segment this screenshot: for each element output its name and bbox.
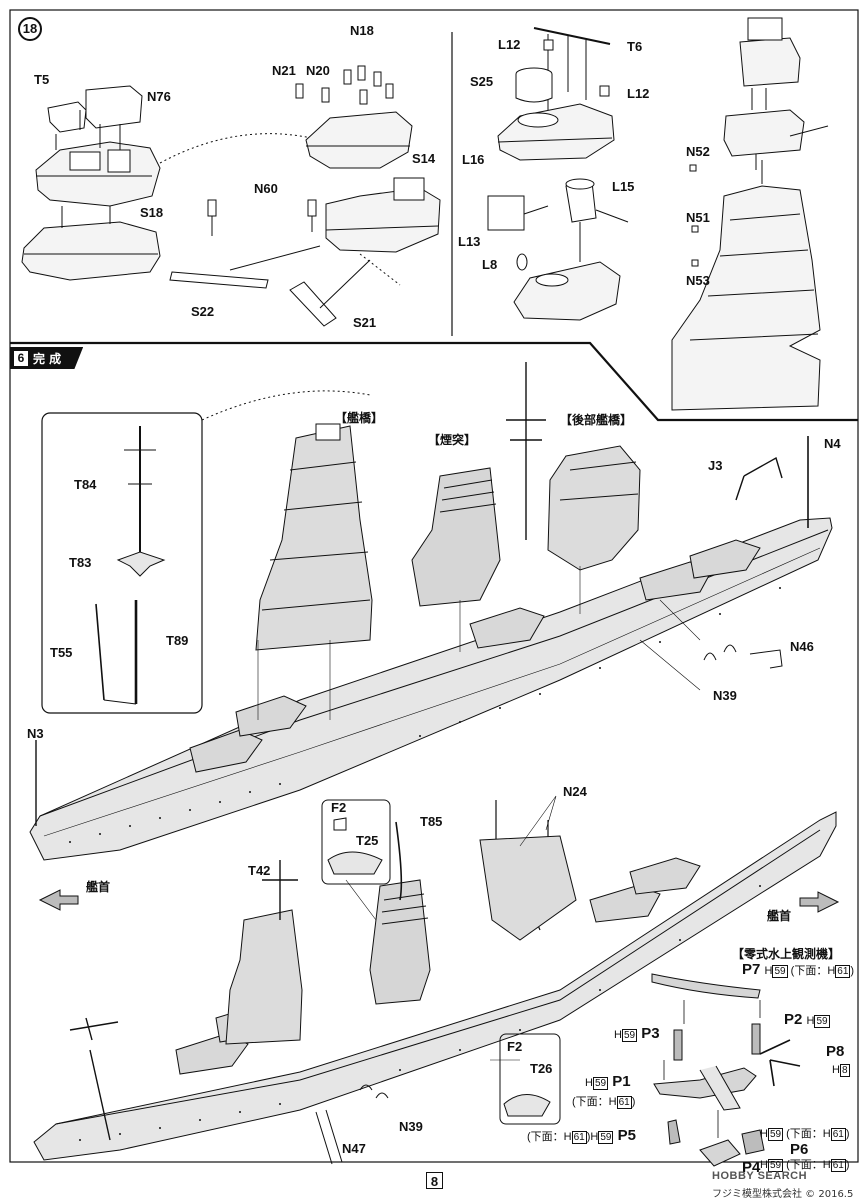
step-6-number: 6 [14, 350, 28, 366]
part-label: P6 [790, 1141, 809, 1158]
part-label: N39 [399, 1119, 423, 1134]
page-number: 8 [426, 1172, 443, 1189]
part-label: N46 [790, 639, 814, 654]
part-label: N3 [27, 726, 44, 741]
floatplane-parts [651, 973, 801, 1167]
direction-arrows [38, 889, 840, 913]
section-label-aft-bridge: 【後部艦橋】 [560, 413, 633, 427]
part-label: F2 [331, 800, 347, 815]
step-6-banner: 6 完 成 [10, 347, 84, 369]
step18-parts [21, 17, 829, 411]
part-label: S25 [470, 74, 494, 89]
bow-label-right: 艦首 [767, 909, 792, 923]
part-label: T6 [627, 39, 643, 54]
mast-detail-box [41, 412, 203, 714]
part-label: L15 [612, 179, 635, 194]
part-label: N39 [713, 688, 737, 703]
part-label: N21 [272, 63, 296, 78]
part-label: N53 [686, 273, 710, 288]
part-label: T85 [420, 814, 443, 829]
page-frame [9, 9, 859, 1163]
floatplane-title: 【零式水上観測機】 [732, 947, 841, 961]
part-label: T42 [248, 863, 271, 878]
part-label: T26 [530, 1061, 553, 1076]
part-label: N18 [350, 23, 374, 38]
part-label: N51 [686, 210, 710, 225]
part-label: N47 [342, 1141, 366, 1156]
part-label: N20 [306, 63, 330, 78]
part-label: T55 [50, 645, 73, 660]
part-label: N52 [686, 144, 710, 159]
part-label: N24 [563, 784, 587, 799]
part-label: S18 [140, 205, 164, 220]
section-label-funnel: 【煙突】 [428, 433, 477, 447]
part-label: L16 [462, 152, 485, 167]
part-label: S21 [353, 315, 377, 330]
part-label: L8 [482, 257, 498, 272]
part-label: S14 [412, 151, 436, 166]
watermark-logo: HOBBY SEARCH [712, 1170, 808, 1182]
section-label-bridge: 【艦橋】 [335, 411, 384, 425]
ship-lower-view [33, 795, 837, 1165]
part-label: T84 [74, 477, 97, 492]
part-label: J3 [708, 458, 723, 473]
part-label: N76 [147, 89, 171, 104]
bow-label-left: 艦首 [86, 880, 111, 894]
part-label: P8 [826, 1043, 845, 1060]
ship-upper-view [29, 362, 833, 861]
part-label: L12 [498, 37, 521, 52]
part-label: S22 [191, 304, 215, 319]
part-label: T25 [356, 833, 379, 848]
part-label: T89 [166, 633, 189, 648]
part-label: T83 [69, 555, 92, 570]
part-label: L12 [627, 86, 650, 101]
part-label: N4 [824, 436, 841, 451]
part-label: T5 [34, 72, 50, 87]
step-divider [10, 341, 858, 422]
part-label: F2 [507, 1039, 523, 1054]
step-18-badge: 18 [18, 17, 42, 41]
part-label: N60 [254, 181, 278, 196]
step-6-title: 完 成 [33, 351, 62, 366]
part-label: L13 [458, 234, 481, 249]
copyright-text: フジミ模型株式会社 © 2016.5 [712, 1189, 854, 1200]
part-label: P4 [742, 1159, 761, 1176]
mast-detail [95, 426, 166, 705]
